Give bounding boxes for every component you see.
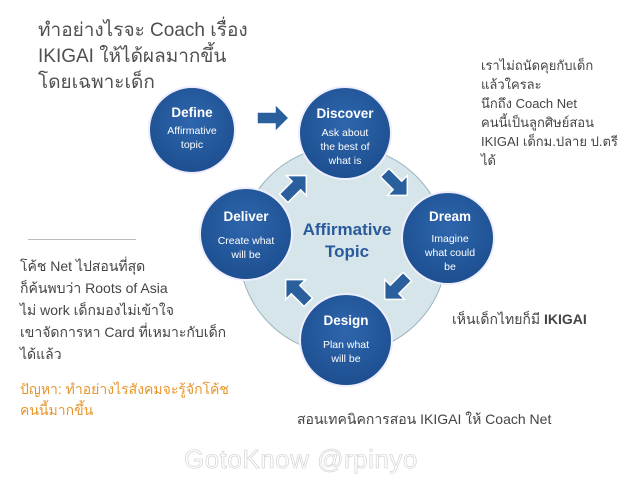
design-line: Plan what (323, 339, 369, 351)
thai-kids-note: เห็นเด็กไทยก็มี IKIGAI (452, 309, 587, 331)
note-left: โค้ช Net ไปสอนที่สุด ก็ค้นพบว่า Roots of… (20, 255, 226, 365)
deliver-circle: Deliver Create what will be (199, 187, 293, 281)
define-line: topic (181, 139, 203, 151)
thai-kids-text: เห็นเด็กไทยก็มี (452, 311, 545, 327)
watermark: GotoKnow @rpinyo (184, 444, 418, 475)
problem-note: ปัญหา: ทำอย่างไรสังคมจะรู้จักโค้ช คนนี้ม… (20, 379, 229, 421)
dream-line: Imagine (431, 233, 469, 245)
note-line: เราไม่ถนัดคุยกับเด็ก (481, 58, 594, 73)
discover-line: Ask about (322, 127, 369, 139)
design-title: Design (323, 313, 368, 328)
title-line: ทำอย่างไรจะ Coach เรื่อง (38, 20, 248, 41)
divider (28, 239, 136, 240)
slide-title: ทำอย่างไรจะ Coach เรื่อง IKIGAI ให้ได้ผล… (38, 18, 248, 96)
arrow-right-icon (256, 103, 290, 133)
center-line-2: Topic (325, 242, 369, 261)
note-line: IKIGAI เด็กม.ปลาย ป.ตรี (481, 134, 618, 149)
dream-line: what could (424, 247, 475, 259)
title-line: โดยเฉพาะเด็ก (38, 72, 155, 93)
define-title: Define (171, 105, 213, 120)
note-right: เราไม่ถนัดคุยกับเด็ก แล้วใครละ นึกถึง Co… (481, 56, 618, 170)
note-line: โค้ช Net ไปสอนที่สุด (20, 258, 146, 274)
thai-kids-bold: IKIGAI (544, 311, 587, 327)
problem-line: คนนี้มากขึ้น (20, 402, 94, 418)
design-line: will be (330, 353, 360, 365)
note-line: แล้วใครละ (481, 77, 542, 92)
note-line: เขาจัดการหา Card ที่เหมาะกับเด็ก (20, 324, 227, 340)
discover-title: Discover (316, 106, 374, 121)
dream-line: be (444, 261, 456, 273)
deliver-line: Create what (218, 235, 275, 247)
discover-line: the best of (320, 141, 369, 153)
discover-line: what is (328, 155, 362, 167)
dream-title: Dream (429, 209, 471, 224)
teach-note: สอนเทคนิคการสอน IKIGAI ให้ Coach Net (297, 411, 552, 427)
title-line: IKIGAI ให้ได้ผลมากขึ้น (38, 46, 227, 67)
define-line: Affirmative (167, 125, 217, 137)
note-line: คนนี้เป็นลูกศิษย์สอน (481, 115, 594, 130)
deliver-line: will be (230, 249, 260, 261)
center-line-1: Affirmative (303, 220, 392, 239)
problem-line: ปัญหา: ทำอย่างไรสังคมจะรู้จักโค้ช (20, 381, 229, 397)
deliver-title: Deliver (223, 209, 269, 224)
dream-circle: Dream Imagine what could be (401, 191, 495, 285)
note-line: ได้แล้ว (20, 346, 62, 362)
discover-circle: Discover Ask about the best of what is (298, 86, 392, 180)
note-line: ก็ค้นพบว่า Roots of Asia (20, 280, 168, 296)
design-circle: Design Plan what will be (299, 293, 393, 387)
define-circle: Define Affirmative topic (148, 86, 236, 174)
note-line: นึกถึง Coach Net (481, 96, 578, 111)
note-line: ได้ (481, 153, 496, 168)
note-line: ไม่ work เด็กมองไม่เข้าใจ (20, 302, 174, 318)
